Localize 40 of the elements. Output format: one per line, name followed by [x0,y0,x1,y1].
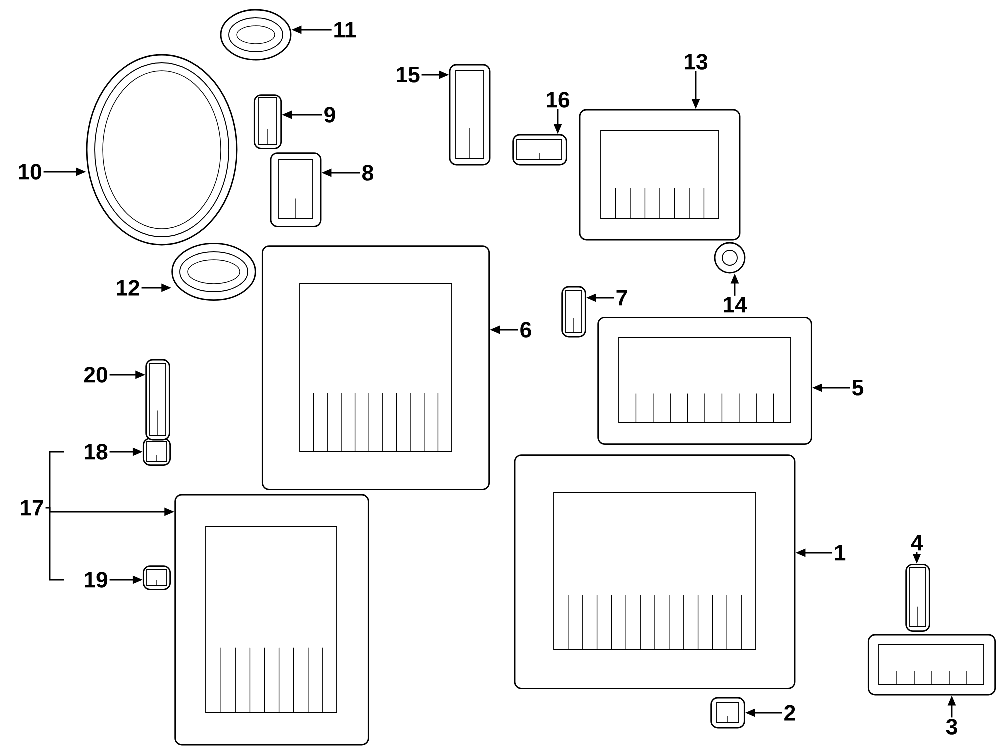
callout-number: 5 [852,380,864,396]
part-drawing [142,438,172,466]
part-drawing [142,566,172,590]
part-drawing [270,152,322,228]
part-drawing [868,634,996,696]
callout-number: 3 [946,719,958,735]
part-drawing [449,64,491,166]
callout-number: 10 [19,164,42,180]
callout-number: 9 [324,107,336,123]
part-drawing [598,316,812,446]
callout-number: 13 [685,54,708,70]
callout-number: 12 [117,280,140,296]
callout-number: 11 [334,22,356,38]
part-drawing [514,454,796,690]
part-drawing [174,494,370,746]
callout-number: 1 [835,545,846,561]
callout-number: 2 [784,705,796,721]
part-drawing [906,564,930,632]
part-drawing [710,697,746,729]
part-drawing [562,286,586,338]
callout-number: 19 [85,572,108,588]
callout-number: 14 [724,297,748,313]
part-drawing [262,246,490,490]
part-drawing [172,242,256,302]
callout-number: 7 [616,290,628,306]
part-drawing [714,242,746,274]
part-drawing [146,359,170,441]
part-drawing [220,9,292,61]
part-drawing [579,109,741,241]
callout-number: 15 [397,67,420,83]
callout-number: 6 [520,322,532,338]
part-drawing [254,94,282,150]
callout-number: 18 [85,444,108,460]
callout-number: 4 [911,535,924,551]
callout-number: 17 [21,500,44,516]
part-drawing [86,54,238,246]
part-drawing [512,134,568,166]
callout-number: 8 [362,165,374,181]
callout-number: 20 [84,367,108,383]
callout-number: 16 [547,92,570,108]
